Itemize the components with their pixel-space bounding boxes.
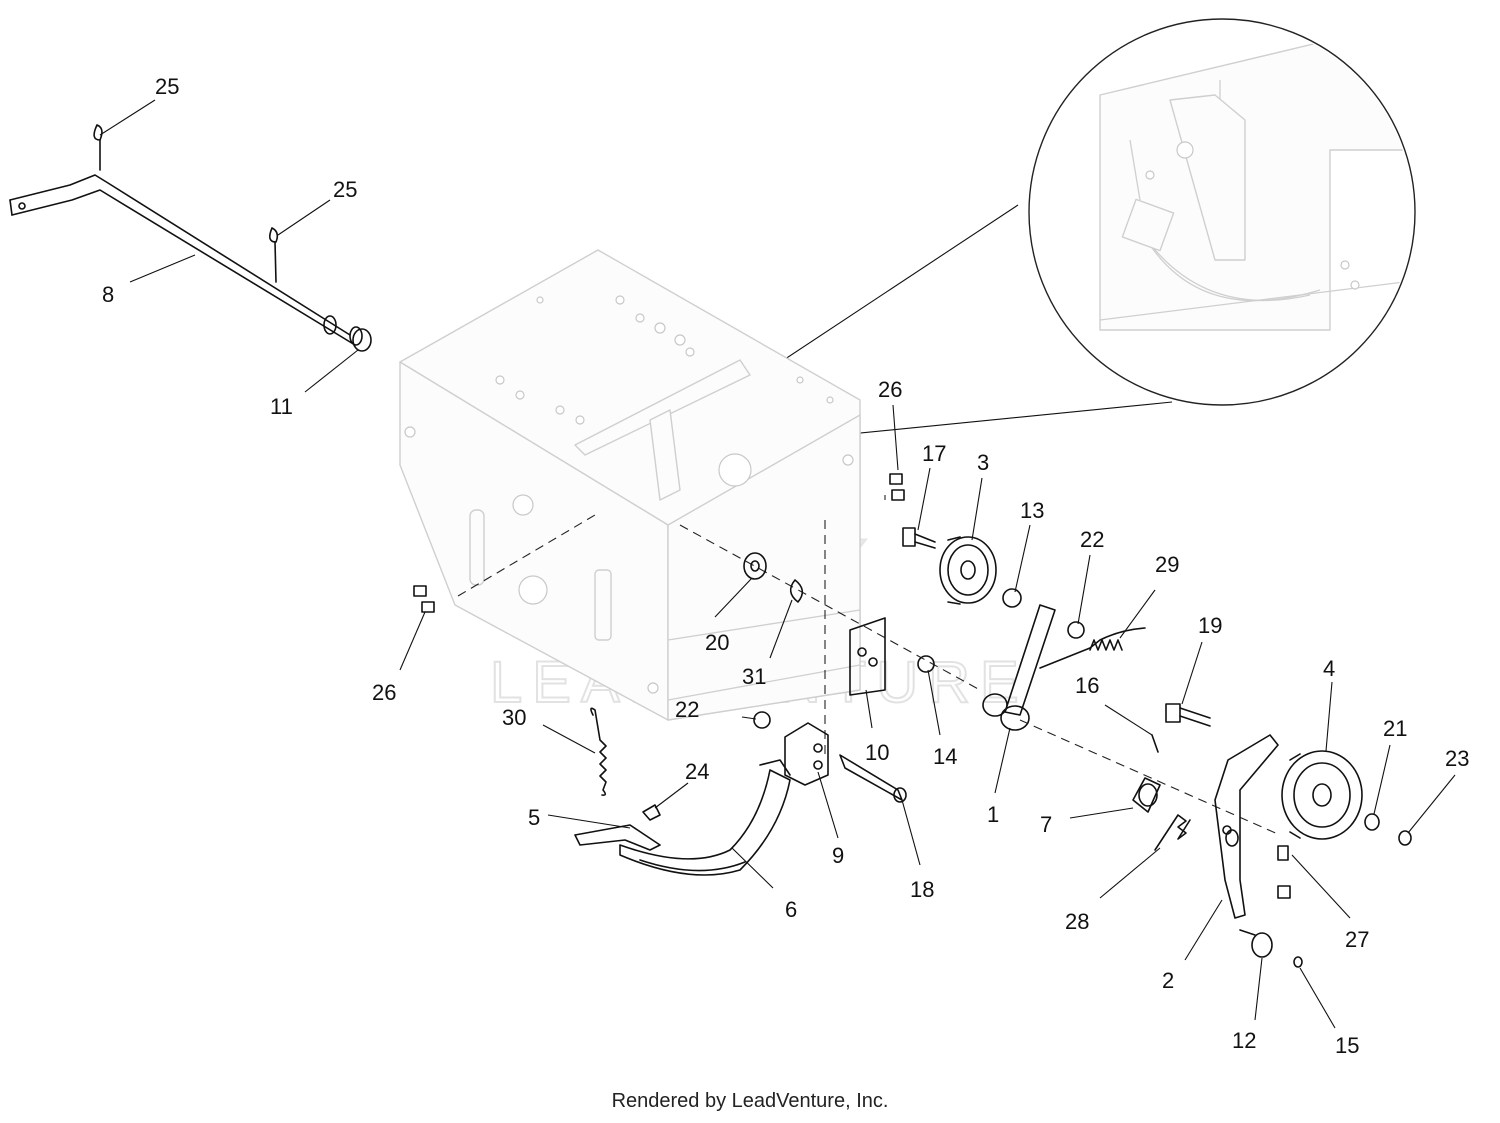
callout-22b: 22 — [675, 697, 699, 722]
part-25-clip-b — [268, 227, 279, 283]
footer-credit: Rendered by LeadVenture, Inc. — [611, 1090, 889, 1112]
callout-10: 10 — [865, 740, 889, 765]
callout-7: 7 — [1040, 812, 1052, 837]
part-23-nut — [1398, 830, 1412, 846]
part-20-washer — [743, 552, 767, 580]
callout-23: 23 — [1445, 746, 1469, 771]
alignment-lines — [457, 495, 1281, 836]
callout-27: 27 — [1345, 927, 1369, 952]
detail-inset — [704, 18, 1416, 441]
callout-14: 14 — [933, 744, 957, 769]
callout-31: 31 — [742, 664, 766, 689]
part-26-bolts-left — [413, 585, 435, 613]
part-16-pin — [1151, 734, 1159, 753]
callout-leaders — [99, 99, 1456, 1029]
callout-2: 2 — [1162, 968, 1174, 993]
callout-16: 16 — [1075, 673, 1099, 698]
frame — [399, 249, 861, 721]
callout-20: 20 — [705, 630, 729, 655]
part-25-clip-a — [93, 124, 103, 171]
part-28-spring — [1154, 814, 1191, 851]
callout-3: 3 — [977, 450, 989, 475]
part-3-pulley — [939, 536, 997, 605]
callout-5: 5 — [528, 805, 540, 830]
callout-1: 1 — [987, 802, 999, 827]
part-24-clip — [642, 804, 661, 821]
callout-19: 19 — [1198, 613, 1222, 638]
callout-17: 17 — [922, 441, 946, 466]
part-29-spring — [1039, 627, 1146, 669]
part-27-bolts — [1277, 845, 1291, 899]
part-15-ring — [1293, 956, 1303, 968]
callout-8: 8 — [102, 282, 114, 307]
part-22-nut-top — [1067, 621, 1085, 639]
part-8-rod — [9, 174, 356, 346]
part-17-bolt — [902, 527, 936, 549]
callout-9: 9 — [832, 843, 844, 868]
callout-25a: 25 — [155, 74, 179, 99]
part-19-bolt — [1165, 703, 1211, 727]
part-22-nut-bottom — [753, 711, 771, 729]
part-7-plate — [1132, 777, 1161, 813]
part-14-washer — [917, 655, 935, 673]
part-11-bushing — [349, 326, 372, 352]
callout-28: 28 — [1065, 909, 1089, 934]
part-13-bushing — [1002, 588, 1022, 608]
part-2-arm — [1214, 734, 1279, 919]
part-6-pedal — [619, 759, 791, 876]
callout-25b: 25 — [333, 177, 357, 202]
callout-12: 12 — [1232, 1028, 1256, 1053]
part-30-spring — [590, 707, 607, 796]
callout-labels: 1 2 3 4 5 6 7 8 9 10 11 12 13 14 15 16 1… — [102, 74, 1469, 1058]
callout-30: 30 — [502, 705, 526, 730]
callout-21: 21 — [1383, 716, 1407, 741]
callout-18: 18 — [910, 877, 934, 902]
callout-15: 15 — [1335, 1033, 1359, 1058]
part-31-ring — [789, 579, 804, 603]
callout-13: 13 — [1020, 498, 1044, 523]
callout-24: 24 — [685, 759, 709, 784]
callout-11: 11 — [270, 394, 293, 419]
part-12-bushing — [1239, 929, 1273, 958]
part-9-bracket — [784, 722, 829, 786]
part-26-bolts-right — [889, 473, 905, 501]
part-1-arm — [982, 604, 1056, 731]
callout-22a: 22 — [1080, 527, 1104, 552]
callout-4: 4 — [1323, 656, 1335, 681]
part-21-washer — [1364, 813, 1380, 831]
callout-6: 6 — [785, 897, 797, 922]
callout-29: 29 — [1155, 552, 1179, 577]
part-4-pulley — [1281, 750, 1363, 840]
part-10-bracket — [849, 617, 886, 696]
callout-26b: 26 — [372, 680, 396, 705]
part-5-handle — [574, 824, 661, 851]
callout-26a: 26 — [878, 377, 902, 402]
